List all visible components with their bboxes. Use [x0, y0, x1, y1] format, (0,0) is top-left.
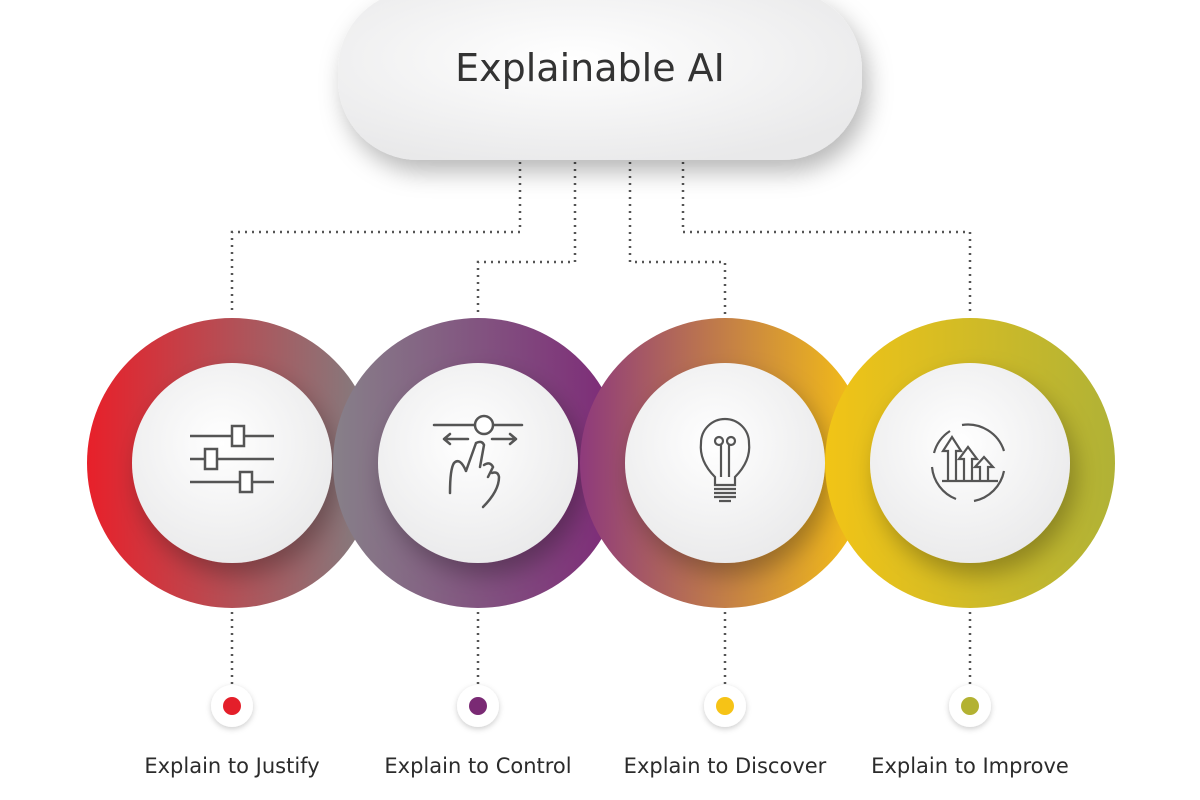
marker-dot [223, 697, 241, 715]
label-justify: Explain to Justify [144, 754, 320, 778]
ring-inner-disc [870, 363, 1070, 563]
label-improve: Explain to Improve [871, 754, 1069, 778]
ring-2 [580, 318, 870, 727]
ring-inner-disc [625, 363, 825, 563]
ring-inner-disc [132, 363, 332, 563]
ring-1 [333, 318, 623, 727]
title-pill [338, 0, 862, 160]
ring-inner-disc [378, 363, 578, 563]
diagram-title: Explainable AI [455, 46, 725, 90]
marker-dot [961, 697, 979, 715]
label-control: Explain to Control [384, 754, 572, 778]
ring-0 [87, 318, 377, 727]
swipe-hand-icon [432, 414, 524, 509]
marker-dot [716, 697, 734, 715]
lightbulb-icon [699, 417, 751, 503]
label-discover: Explain to Discover [623, 754, 827, 778]
connector-lines [230, 162, 972, 684]
marker-dot [469, 697, 487, 715]
sliders-icon [190, 424, 274, 494]
growth-cycle-icon [930, 423, 1006, 503]
ring-3 [825, 318, 1115, 727]
